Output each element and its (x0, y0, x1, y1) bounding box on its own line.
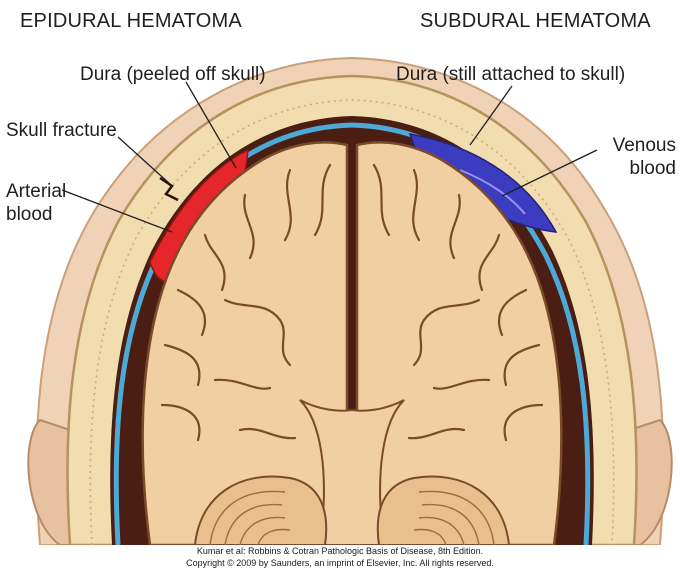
skull-fracture-mark (159, 176, 179, 202)
right-sulci (372, 163, 544, 442)
brain-right-hemisphere (355, 141, 563, 545)
brainstem-region (299, 399, 405, 545)
cerebellum-left (193, 475, 328, 545)
label-dura-peeled: Dura (peeled off skull) (80, 64, 266, 85)
leader-lines (61, 81, 598, 233)
leader-dura-peeled (185, 81, 237, 169)
label-dura-attached: Dura (still attached to skull) (396, 64, 626, 85)
leader-skull-fracture (117, 136, 171, 185)
left-sulci (160, 163, 332, 442)
leader-arterial (61, 189, 173, 233)
label-venous-line2: blood (629, 158, 677, 179)
credit-line-2: Copyright © 2009 by Saunders, an imprint… (186, 558, 494, 568)
epidural-heading: EPIDURAL HEMATOMA (20, 10, 242, 32)
skull-inner-table (89, 99, 615, 545)
subdural-heading: SUBDURAL HEMATOMA (420, 10, 651, 32)
brain-left-hemisphere (141, 141, 349, 545)
label-arterial: Arterial blood (6, 180, 66, 226)
label-skull-fracture: Skull fracture (6, 120, 117, 141)
leader-venous (501, 149, 598, 197)
cerebellum-right (376, 475, 511, 545)
label-arterial-line2: blood (6, 204, 53, 225)
leader-dura-attached (469, 85, 513, 146)
venous-highlight (459, 169, 526, 215)
credit-line-1: Kumar et al: Robbins & Cotran Pathologic… (196, 546, 484, 556)
label-arterial-line1: Arterial (6, 181, 67, 202)
label-venous-line1: Venous (612, 135, 676, 156)
dura-mater (113, 122, 591, 545)
label-venous: Venous blood (580, 134, 676, 180)
